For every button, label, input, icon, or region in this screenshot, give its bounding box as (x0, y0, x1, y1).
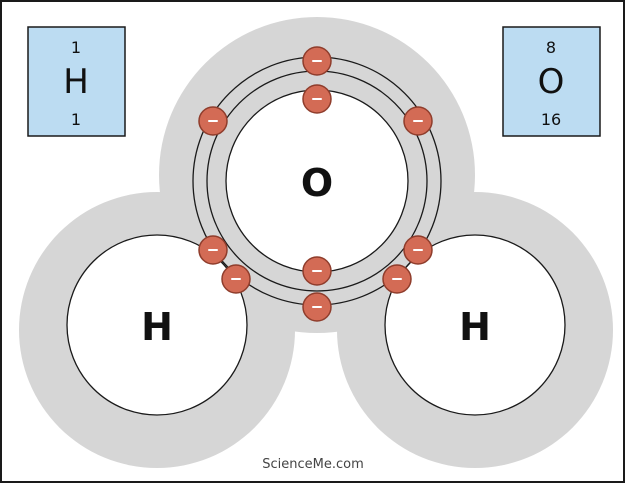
electron (302, 84, 332, 114)
electron (403, 235, 433, 265)
electron (198, 106, 228, 136)
electron (382, 264, 412, 294)
hydrogen-element-box: 1 H 1 (27, 26, 126, 137)
electron (198, 235, 228, 265)
electrons (198, 46, 433, 322)
electron (221, 264, 251, 294)
electron (302, 46, 332, 76)
oxygen-element-box: 8 O 16 (502, 26, 601, 137)
oxygen-atomic-number: 8 (546, 38, 556, 57)
hydrogen-left-core (66, 234, 248, 416)
electron (302, 256, 332, 286)
oxygen-box-bg (502, 26, 601, 137)
hydrogen-symbol: H (63, 62, 89, 102)
electron (403, 106, 433, 136)
oxygen-mass: 16 (541, 110, 561, 129)
hydrogen-box-bg (27, 26, 126, 137)
hydrogen-left-label: H (141, 305, 173, 349)
oxygen-label: O (301, 161, 333, 205)
oxygen-symbol: O (538, 62, 565, 102)
hydrogen-right-label: H (459, 305, 491, 349)
hydrogen-atomic-number: 1 (71, 38, 81, 57)
hydrogen-mass: 1 (71, 110, 81, 129)
hydrogen-right-core (384, 234, 566, 416)
atom-cores (66, 89, 566, 416)
credit-text: ScienceMe.com (262, 457, 364, 472)
electron (302, 292, 332, 322)
